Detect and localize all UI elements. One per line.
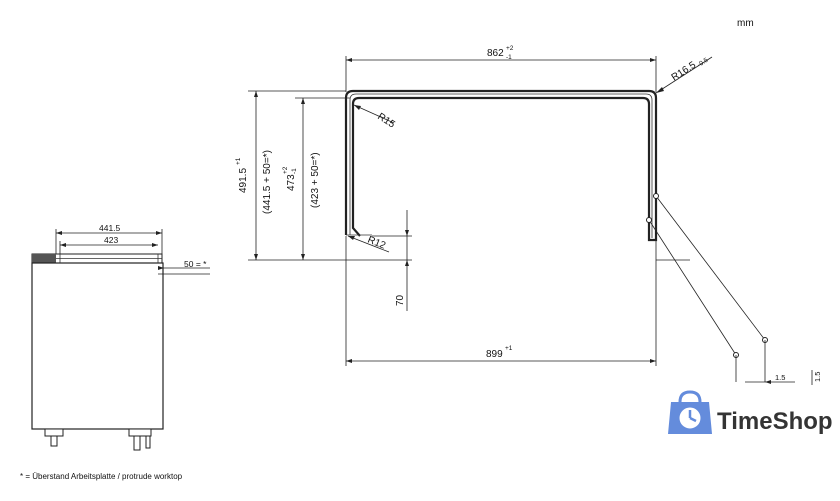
dim-441-5: 441.5 — [99, 223, 121, 233]
dim-70: 70 — [395, 294, 406, 306]
dim-473: 473 — [286, 174, 297, 191]
sink-outline — [344, 89, 658, 242]
cabinet-body — [31, 262, 164, 430]
dim-491-5-tol: +1 — [235, 157, 242, 165]
dim-423: 423 — [104, 235, 118, 245]
cabinet-legs — [44, 428, 152, 451]
worktop-edge — [32, 254, 56, 263]
dim-862-tol-upper: +2 — [506, 45, 514, 52]
detail-dim-a: 1.5 — [775, 373, 785, 382]
detail-leaders: 1.5 1.5 — [646, 193, 822, 385]
footnote: * = Überstand Arbeitsplatte / protrude w… — [20, 472, 183, 481]
dim-473-tol-upper: +2 — [282, 166, 289, 174]
dim-899-tol: +1 — [505, 345, 513, 352]
radius-r12: R12 — [366, 235, 388, 252]
units-label: mm — [737, 18, 754, 29]
dim-491-5: 491.5 — [238, 168, 249, 193]
radius-r16-5: R16.5 — [670, 60, 699, 84]
radius-r15: R15 — [375, 111, 397, 130]
dim-899: 899 — [486, 349, 503, 360]
radius-r16-5-tol: -0.5 — [696, 56, 710, 68]
dim-491-5-note: (441.5 + 50=*) — [262, 150, 273, 214]
detail-dim-b: 1.5 — [813, 372, 822, 382]
front-view: 441.5 423 50 = * — [31, 223, 210, 451]
brand-name: TimeShop — [717, 408, 833, 435]
shopping-bag-clock-icon — [668, 390, 712, 434]
dim-50-protrude: 50 = * — [184, 259, 207, 269]
plan-view: 862 +2 -1 R16.5 -0.5 R15 R12 491.5 +1 (4… — [235, 45, 822, 385]
dim-473-note: (423 + 50=*) — [310, 152, 321, 208]
dim-862: 862 — [487, 48, 504, 59]
dim-862-tol-lower: -1 — [506, 54, 512, 61]
dim-473-tol-lower: -1 — [291, 168, 298, 174]
timeshop-logo: TimeShop — [668, 390, 833, 435]
